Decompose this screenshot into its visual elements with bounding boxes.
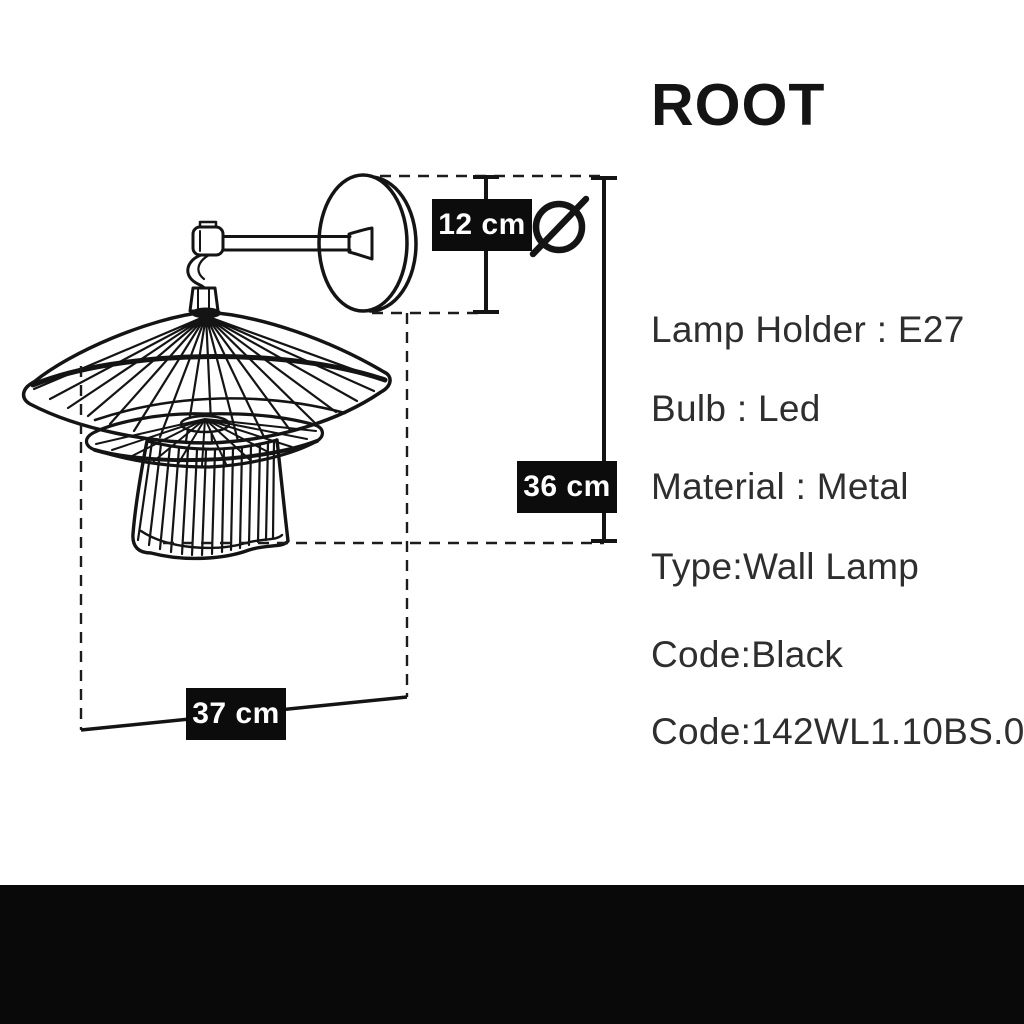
spec-material: Material : Metal [651, 466, 909, 507]
shade-tier1-outline [21, 310, 392, 445]
shade-cage-outline [131, 438, 290, 561]
shade-tier1-band [30, 354, 388, 388]
dimension-label-width: 37 cm [186, 688, 286, 740]
spec-product-code: Code:142WL1.10BS.03 [651, 711, 1024, 752]
arm-bracket [191, 225, 225, 257]
arm-cone [347, 226, 374, 261]
diameter-icon [529, 195, 590, 258]
projection-dashed-lines [79, 174, 604, 730]
spec-color-code: Code:Black [651, 634, 844, 675]
dimension-label-plate-diameter: 12 cm [432, 199, 532, 251]
arm-tube [216, 235, 352, 252]
shade-tier2-outline [84, 412, 324, 469]
spec-lamp-holder: Lamp Holder : E27 [651, 309, 965, 350]
certification-bar: UK CA [0, 885, 1024, 1024]
lamp-illustration [21, 173, 418, 561]
shade-tier1-wires [32, 314, 387, 445]
spec-type: Type:Wall Lamp [651, 546, 920, 587]
spec-bulb: Bulb : Led [651, 388, 821, 429]
product-title: ROOT [651, 72, 826, 138]
shade-tier2-wires [95, 418, 317, 466]
wall-plate-rim [368, 175, 418, 313]
shade-cage-wires [136, 439, 276, 557]
dimension-label-height: 36 cm [517, 461, 617, 513]
